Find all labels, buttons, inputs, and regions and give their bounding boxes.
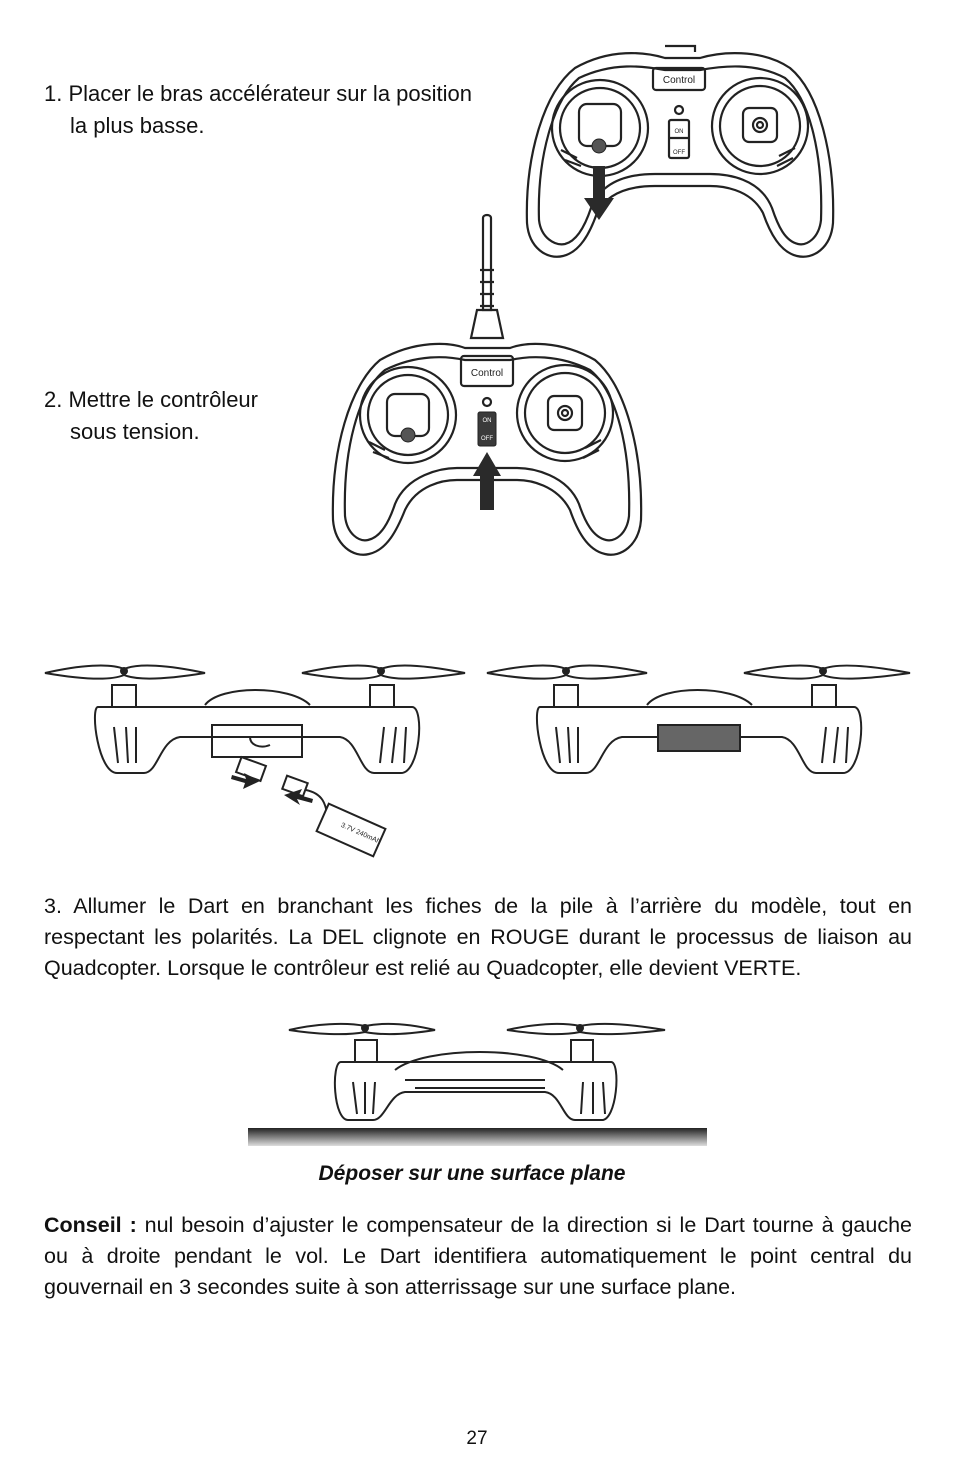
step-1-text: 1. Placer le bras accélérateur sur la po… <box>44 78 524 142</box>
quadcopter-battery-installed <box>486 664 911 775</box>
controller-illustration-2: Control ON OFF <box>331 213 643 556</box>
tip-paragraph: Conseil : nul besoin d’ajuster le compen… <box>44 1210 912 1303</box>
throttle-stick <box>591 138 607 154</box>
power-switch <box>477 411 497 447</box>
quadcopter-battery-connect: 3.7V 240mAh <box>44 664 466 858</box>
quadcopter-on-surface <box>248 1022 707 1146</box>
controller-1-switch-on: ON <box>675 129 684 135</box>
page-number: 27 <box>466 1428 488 1449</box>
tip-text: nul besoin d’ajuster le compensateur de … <box>44 1213 912 1299</box>
step-1-line-2: la plus basse. <box>70 113 205 138</box>
controller-2-switch-on: ON <box>483 418 492 424</box>
down-arrow-icon <box>584 166 614 220</box>
step-1-line-1: 1. Placer le bras accélérateur sur la po… <box>44 81 472 106</box>
step-3-text: 3. Allumer le Dart en branchant les fich… <box>44 894 912 980</box>
surface-caption: Déposer sur une surface plane <box>318 1162 626 1185</box>
right-arrow-icon <box>284 789 313 805</box>
controller-1-brand: Control <box>663 75 695 86</box>
battery-installed <box>657 724 741 752</box>
step-2-line-1: 2. Mettre le contrôleur <box>44 387 258 412</box>
antenna-icon <box>481 213 493 312</box>
controller-2-brand: Control <box>471 368 503 379</box>
controller-2-switch-off: OFF <box>481 436 493 442</box>
left-arrow-icon <box>231 773 260 789</box>
step-2-line-2: sous tension. <box>70 419 200 444</box>
controller-1-switch-off: OFF <box>673 150 685 156</box>
flat-surface <box>248 1128 707 1146</box>
controller-illustration-1: Control ON OFF <box>525 44 835 258</box>
step-2-text: 2. Mettre le contrôleur sous tension. <box>44 384 314 448</box>
up-arrow-icon <box>473 452 501 510</box>
tip-label: Conseil : <box>44 1213 137 1237</box>
